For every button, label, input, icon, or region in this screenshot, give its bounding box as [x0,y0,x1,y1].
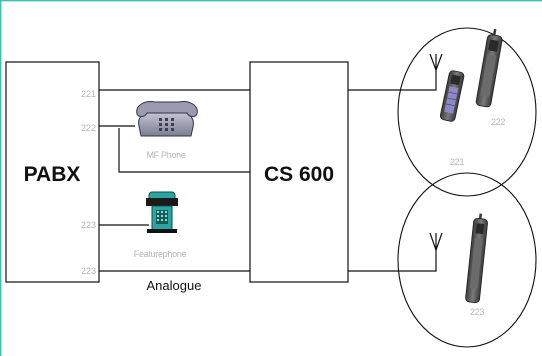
link-mf-phone-to-cs600 [118,128,250,173]
analogue-label: Analogue [147,278,202,293]
link-cs600-to-top-antenna [348,70,437,91]
mf-phone-label: MF Phone [146,150,185,160]
pabx-port-label: 222 [81,123,96,133]
featurephone-label: Featurephone [134,249,187,259]
mobile-handset-icon [475,28,503,108]
antenna-icon [429,232,443,251]
pabx-label: PABX [24,163,81,186]
handset-label: 221 [450,157,464,167]
pabx-box[interactable]: PABX [5,61,100,283]
pabx-port-label: 221 [81,89,96,99]
featurephone-icon [146,191,178,233]
handset-label: 222 [491,117,505,127]
pabx-port-label: 223 [81,220,96,230]
cell-top: 221 222 [397,27,537,197]
antenna-icon [429,53,443,71]
mobile-handset-icon [439,70,465,122]
cs600-label: CS 600 [264,163,334,186]
pabx-port-label: 223 [81,266,96,276]
handset-label: 223 [470,307,484,317]
cell-bottom: 223 [397,172,537,348]
link-cs600-to-bottom-antenna [348,250,437,272]
cs600-box[interactable]: CS 600 [249,61,349,283]
mobile-handset-icon [465,213,488,304]
desk-phone-icon [136,101,198,137]
